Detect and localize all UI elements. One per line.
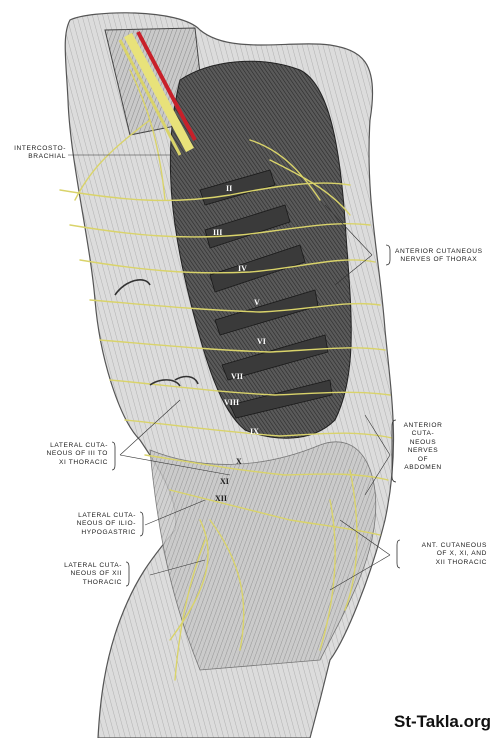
label-brackets	[111, 244, 401, 587]
axillary-vessels	[118, 31, 197, 156]
label-ant-cutaneous-x-xi-xii: ANT. CUTANEOUS OF X, XI, AND XII THORACI…	[421, 542, 487, 566]
label-lateral-cutaneous-iliohypogastric: LATERAL CUTA- NEOUS OF ILIO- HYPOGASTRIC	[76, 512, 136, 536]
rib-label-iv: IV	[238, 264, 247, 273]
rib-label-ii: II	[226, 184, 233, 193]
rib-label-x: X	[236, 457, 242, 466]
rib-label-v: V	[254, 298, 260, 307]
label-intercostobrachial: INTERCOSTO- BRACHIAL	[14, 145, 66, 161]
rib-label-iii: III	[213, 228, 223, 237]
rib-label-vi: VI	[257, 337, 266, 346]
intercostal-nerves	[59, 69, 393, 681]
label-anterior-cutaneous-thorax: ANTERIOR CUTANEOUS NERVES OF THORAX	[395, 248, 483, 264]
label-anterior-cutaneous-abdomen: ANTERIOR CUTA- NEOUS NERVES OF ABDOMEN	[403, 422, 443, 472]
label-lateral-cutaneous-iii-xi: LATERAL CUTA- NEOUS OF III TO XI THORACI…	[46, 442, 108, 466]
rib-label-viii: VIII	[224, 398, 240, 407]
rib-label-xi: XI	[220, 477, 229, 486]
leader-lines	[68, 154, 391, 591]
rib-label-ix: IX	[250, 427, 259, 436]
label-lateral-cutaneous-xii: LATERAL CUTA- NEOUS OF XII THORACIC	[64, 562, 122, 586]
retractor-hooks	[114, 279, 199, 387]
site-watermark: St-Takla.org	[394, 712, 491, 731]
rib-label-vii: VII	[231, 372, 244, 381]
rib-label-xii: XII	[215, 494, 228, 503]
